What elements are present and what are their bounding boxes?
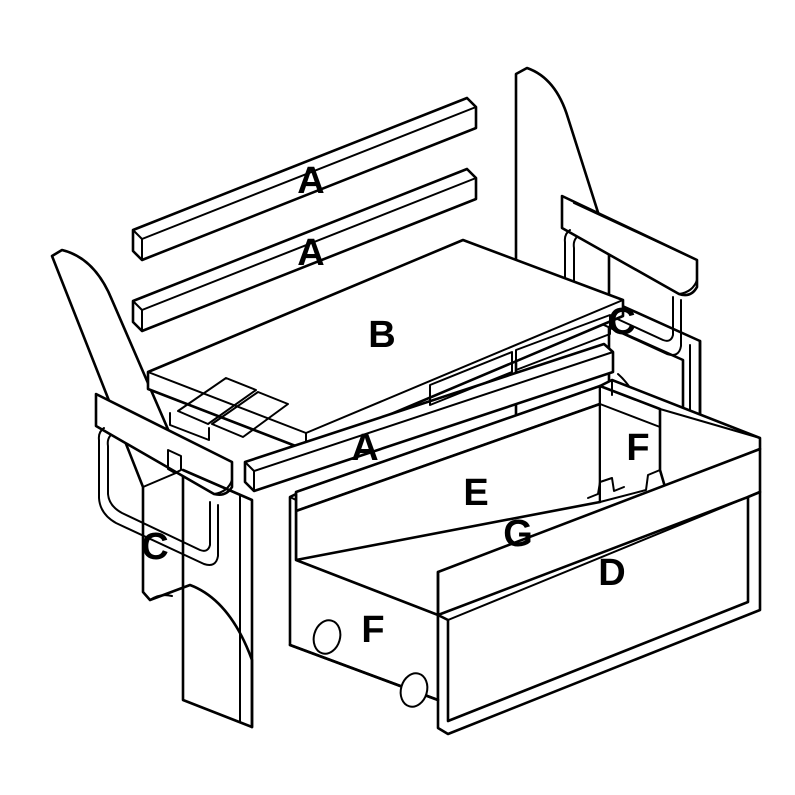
- part-label-c-side-panel-left: C: [141, 526, 168, 568]
- part-label-f-drawer-side-left: F: [361, 609, 384, 651]
- backrest-slat-lower[interactable]: [131, 167, 478, 333]
- front-rail[interactable]: [243, 342, 615, 493]
- part-labels: A A B C A F E G C D F: [141, 160, 649, 651]
- seat-support-slats: [169, 377, 289, 441]
- part-label-d-drawer-front: D: [598, 552, 625, 594]
- side-panel-left[interactable]: [50, 248, 254, 729]
- part-label-b-seat-panel: B: [368, 314, 395, 356]
- part-label-e-drawer-back: E: [463, 472, 488, 514]
- drawer-interior-far-wall: [599, 385, 661, 503]
- part-label-f-drawer-side-right: F: [626, 427, 649, 469]
- drawer-notch-detail: [587, 477, 625, 499]
- seat-panel[interactable]: [146, 238, 625, 452]
- caster-front-right: [399, 672, 429, 708]
- part-label-a-front-rail: A: [351, 427, 378, 469]
- drawer-front-panel[interactable]: [436, 447, 762, 736]
- part-label-a-upper-slat: A: [297, 160, 324, 202]
- backrest-slat-upper[interactable]: [131, 96, 478, 262]
- part-label-a-lower-slat: A: [297, 232, 324, 274]
- caster-front-left: [312, 619, 342, 655]
- rear-rail-stub: [429, 314, 611, 406]
- part-label-c-side-panel-right: C: [608, 301, 635, 343]
- part-label-g-drawer-bottom: G: [503, 513, 533, 555]
